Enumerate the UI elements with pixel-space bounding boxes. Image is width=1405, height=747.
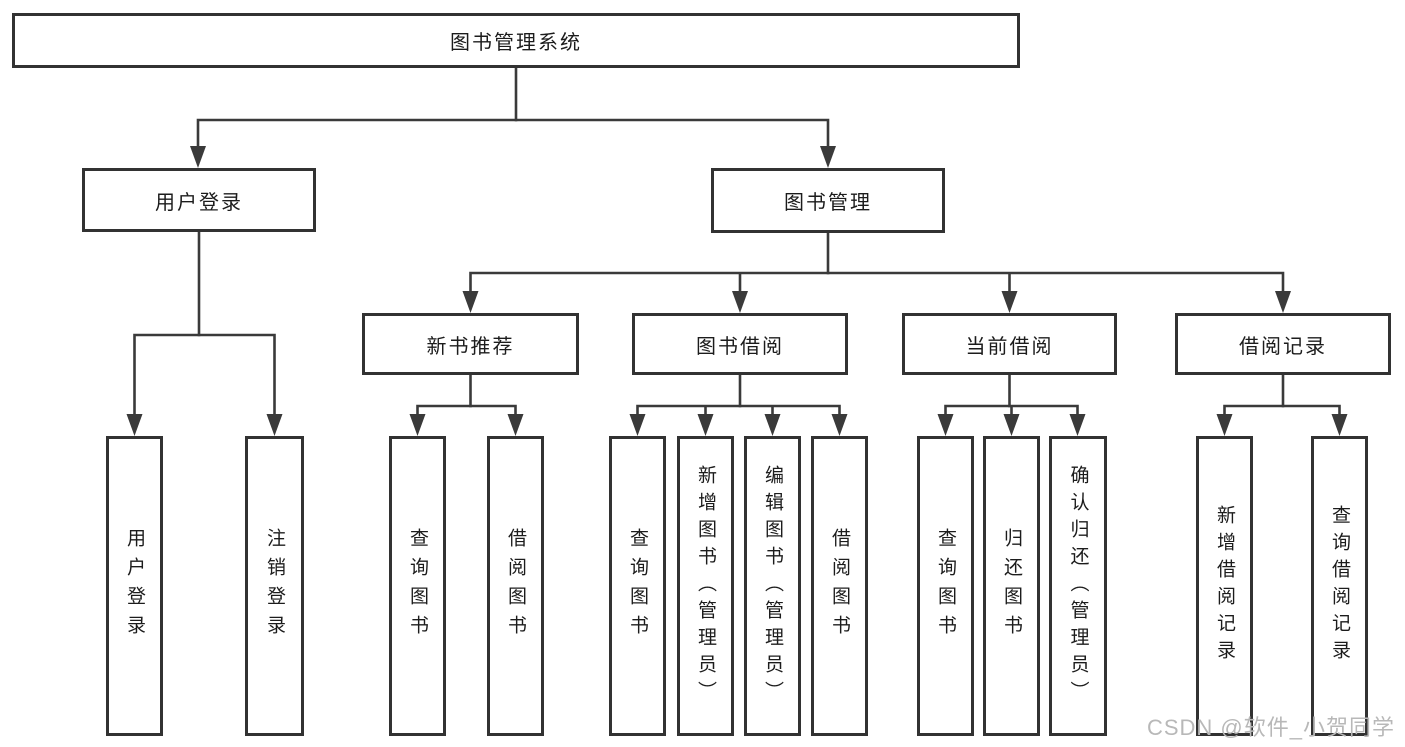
- node-user-login-label: 用户登录: [155, 191, 243, 214]
- connector-book-management: [462, 233, 1291, 313]
- leaf-edit-book-admin-label: 编辑图书（管理员）: [762, 464, 783, 708]
- connector-book-borrow: [629, 375, 848, 436]
- node-library-system: 图书管理系统: [12, 13, 1020, 68]
- leaf-borrow-books-recommend: 借阅图书: [487, 436, 544, 736]
- leaf-return-books: 归还图书: [983, 436, 1040, 736]
- leaf-borrow-books: 借阅图书: [811, 436, 868, 736]
- node-current-borrow: 当前借阅: [902, 313, 1117, 375]
- leaf-borrow-books-recommend-label: 借阅图书: [505, 528, 526, 644]
- leaf-user-login-label: 用户登录: [124, 528, 145, 644]
- leaf-add-borrow-record-label: 新增借阅记录: [1214, 505, 1235, 667]
- leaf-query-books-current: 查询图书: [917, 436, 974, 736]
- leaf-query-borrow-record-label: 查询借阅记录: [1329, 505, 1350, 667]
- leaf-query-books-current-label: 查询图书: [935, 528, 956, 644]
- leaf-confirm-return-admin: 确认归还（管理员）: [1049, 436, 1107, 736]
- connector-borrow-records: [1216, 375, 1348, 436]
- watermark-text: CSDN @软件_小贺同学: [1146, 715, 1395, 740]
- node-book-management: 图书管理: [711, 168, 945, 233]
- node-new-book-recommend: 新书推荐: [362, 313, 579, 375]
- leaf-return-books-label: 归还图书: [1001, 528, 1022, 644]
- leaf-query-borrow-record: 查询借阅记录: [1311, 436, 1368, 736]
- leaf-user-login: 用户登录: [106, 436, 163, 736]
- node-current-borrow-label: 当前借阅: [965, 335, 1054, 358]
- node-book-management-label: 图书管理: [784, 192, 872, 214]
- leaf-query-books-recommend: 查询图书: [389, 436, 446, 736]
- leaf-add-book-admin: 新增图书（管理员）: [677, 436, 734, 736]
- connector-root: [190, 68, 836, 168]
- leaf-query-books-borrow-label: 查询图书: [627, 528, 648, 644]
- leaf-logout: 注销登录: [245, 436, 304, 736]
- connector-current-borrow: [937, 375, 1086, 436]
- node-user-login: 用户登录: [82, 168, 316, 232]
- leaf-query-books-borrow: 查询图书: [609, 436, 666, 736]
- leaf-edit-book-admin: 编辑图书（管理员）: [744, 436, 801, 736]
- leaf-add-borrow-record: 新增借阅记录: [1196, 436, 1253, 736]
- node-library-system-label: 图书管理系统: [450, 32, 582, 54]
- leaf-add-book-admin-label: 新增图书（管理员）: [695, 464, 716, 708]
- leaf-logout-label: 注销登录: [264, 528, 285, 644]
- connector-user-login: [126, 232, 283, 436]
- leaf-confirm-return-admin-label: 确认归还（管理员）: [1067, 464, 1089, 708]
- node-book-borrow-label: 图书借阅: [696, 335, 784, 358]
- node-new-book-recommend-label: 新书推荐: [426, 335, 515, 358]
- connector-new-book-recommend: [409, 375, 524, 436]
- leaf-query-books-recommend-label: 查询图书: [407, 528, 428, 644]
- node-borrow-records-label: 借阅记录: [1239, 335, 1327, 358]
- leaf-borrow-books-label: 借阅图书: [829, 528, 850, 644]
- node-borrow-records: 借阅记录: [1175, 313, 1391, 375]
- node-book-borrow: 图书借阅: [632, 313, 848, 375]
